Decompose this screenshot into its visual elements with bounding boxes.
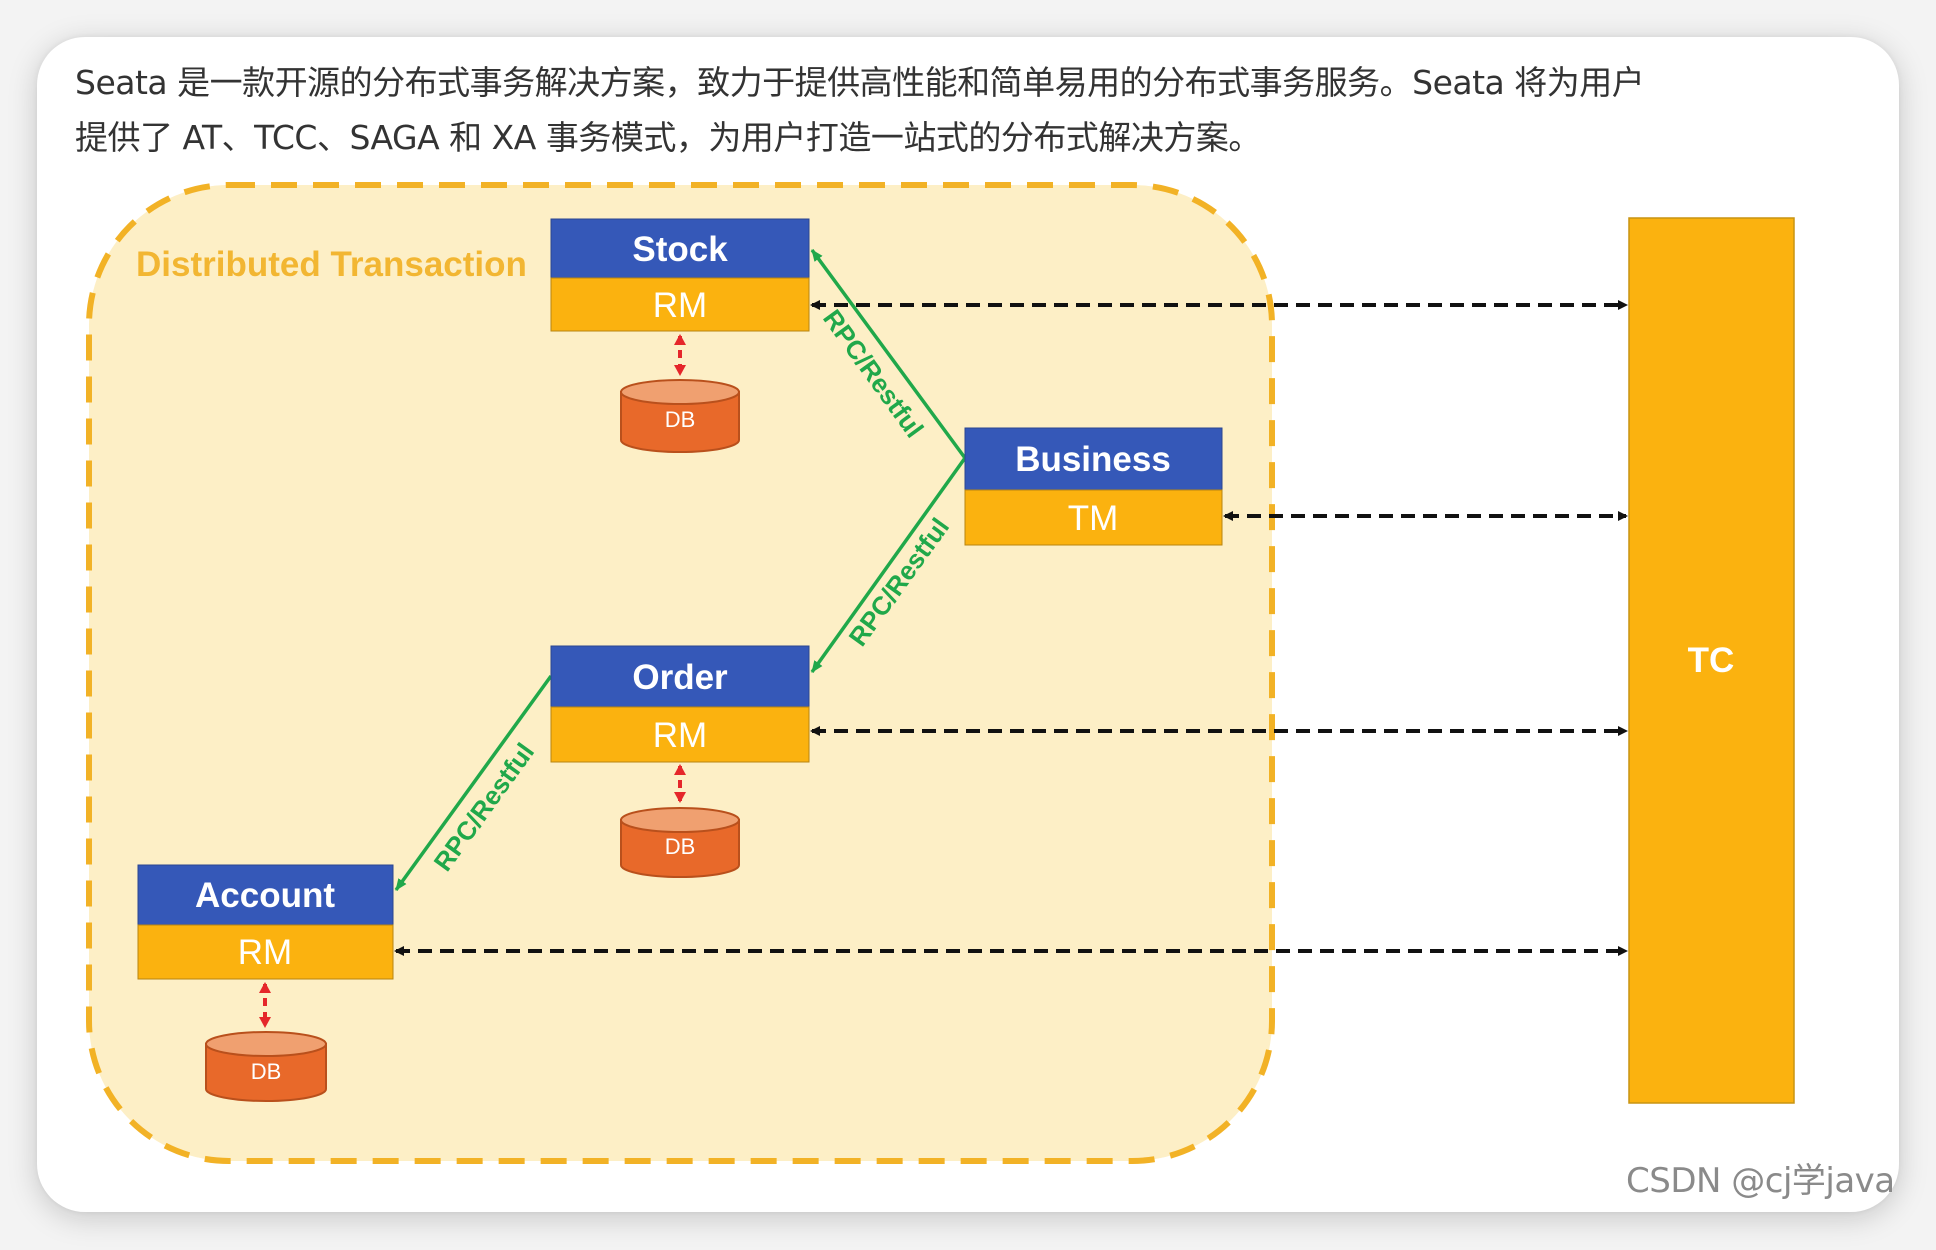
service-box-business (964, 427, 1223, 491)
role-box-account (137, 924, 394, 980)
intro-line-1: Seata 是一款开源的分布式事务解决方案，致力于提供高性能和简单易用的分布式事… (75, 63, 1645, 102)
service-label-business: Business (1015, 440, 1171, 479)
role-label-stock: RM (653, 286, 707, 325)
db-label-account: DB (251, 1059, 282, 1084)
service-box-account (137, 864, 394, 926)
tc-links (394, 300, 1628, 956)
db-cylinder-top (620, 379, 740, 405)
role-label-business: TM (1068, 499, 1119, 538)
service-box-order (550, 645, 810, 708)
db-stock: DB (620, 379, 740, 453)
db-label-stock: DB (665, 407, 696, 432)
rpc-link-business-stock (810, 248, 967, 460)
role-box-stock (550, 277, 810, 332)
db-cylinder-top (620, 807, 740, 833)
role-label-account: RM (238, 933, 292, 972)
service-label-stock: Stock (632, 230, 728, 269)
node-account: Account RM (137, 864, 394, 980)
service-label-account: Account (195, 876, 335, 915)
db-cylinder-body (205, 1043, 327, 1102)
db-order: DB (620, 807, 740, 878)
db-cylinder-body (620, 819, 740, 878)
db-links (259, 334, 686, 1028)
db-label-order: DB (665, 834, 696, 859)
db-cylinder-body (620, 391, 740, 453)
db-cylinder-top (205, 1031, 327, 1057)
rpc-link-order-account (394, 674, 553, 892)
db-account: DB (205, 1031, 327, 1102)
role-box-business (964, 489, 1223, 546)
region-label: Distributed Transaction (136, 245, 527, 284)
rpc-link-business-order (810, 456, 967, 674)
tc-label: TC (1688, 641, 1735, 680)
node-tc: TC (1628, 217, 1795, 1104)
node-stock: Stock RM (550, 218, 810, 332)
service-label-order: Order (632, 658, 728, 697)
intro-paragraph: Seata 是一款开源的分布式事务解决方案，致力于提供高性能和简单易用的分布式事… (75, 55, 1835, 165)
rpc-links (394, 248, 967, 892)
node-order: Order RM (550, 645, 810, 763)
role-box-order (550, 706, 810, 763)
service-box-stock (550, 218, 810, 279)
tc-box (1628, 217, 1795, 1104)
intro-line-2: 提供了 AT、TCC、SAGA 和 XA 事务模式，为用户打造一站式的分布式解决… (75, 118, 1261, 157)
role-label-order: RM (653, 716, 707, 755)
node-business: Business TM (964, 427, 1223, 546)
watermark: CSDN @cj学java (1626, 1161, 1895, 1201)
